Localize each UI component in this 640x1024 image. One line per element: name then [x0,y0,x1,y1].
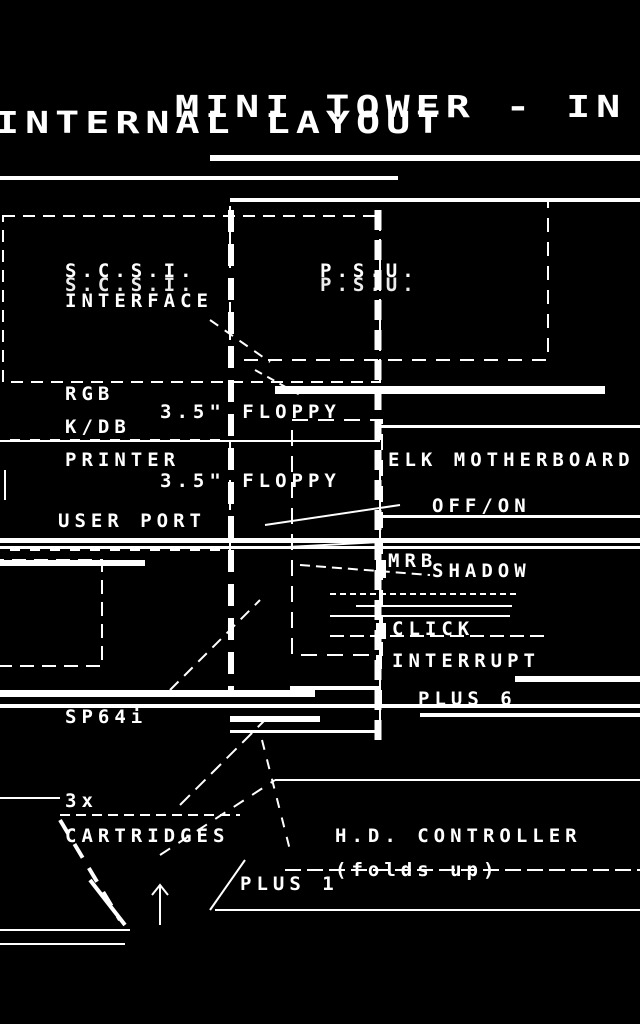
pointer-8 [261,739,291,851]
title-rule [210,155,640,161]
board-left-area [0,439,231,551]
pointer-3 [264,504,401,526]
board-bar-6 [380,515,640,518]
board-bar-9 [0,704,640,708]
folds-up-label: (folds up) [335,859,500,881]
pointer-7 [179,719,266,806]
cartridge-count-label: 3x [65,790,98,812]
hd-controller-label: H.D. CONTROLLER [335,825,582,847]
interrupt-label: INTERRUPT [392,650,540,672]
scsi-box [2,215,381,383]
title-rule-lower [0,176,398,180]
click-label: CLICK [392,618,475,640]
kdb-port-label: K/DB [65,416,131,438]
interface-label: INTERFACE [65,290,213,312]
scsi-label: S.C.S.I. [65,260,197,282]
off-on-label: OFF/ON [432,495,531,517]
scsi-label-ghost: S.C.S.I. [65,274,197,296]
title-line-2: INTERNAL LAYOUT [0,105,447,141]
cartridges-label: CARTRIDGES [65,825,230,847]
plus6-label: PLUS 6 [418,688,517,710]
chevron-right-a [209,859,246,911]
board-bar-4 [0,546,640,549]
sp64i-label: SP64i [65,706,148,728]
psu-top-edge [230,198,640,202]
shadow-label: SHADOW [432,560,531,582]
board-bar-1 [380,425,640,428]
floppy-upper-label: 3.5" FLOPPY [160,401,341,423]
psu-label-ghost: P.S.U. [320,274,419,296]
printer-port-label: PRINTER [65,449,181,471]
board-bar-7 [515,676,640,682]
plus1-label: PLUS 1 [240,873,339,895]
left-box [0,559,103,667]
title-line-1: MINI TOWER - IN [175,89,627,125]
mrb-label: MRB [388,550,438,572]
board-bar-13 [420,713,640,717]
board-bar-11 [230,716,320,722]
floppy-area [291,419,383,656]
board-bar-10 [290,686,380,690]
chevron-left-b [88,878,127,927]
pointer-2 [254,369,301,396]
pointer-5 [299,564,431,576]
board-bar-8 [0,690,315,697]
floppy-lower-label: 3.5" FLOPPY [160,470,341,492]
psu-bottom-bar [275,386,605,394]
elk-motherboard-label: ELK MOTHERBOARD [388,449,635,471]
psu-label: P.S.U. [320,260,419,282]
rgb-port-label: RGB [65,383,115,405]
board-bar-5 [0,560,145,566]
board-bar-12 [230,730,380,733]
pointer-9 [159,779,276,856]
pointer-6 [169,599,261,691]
board-bar-3 [0,538,640,543]
pointer-1 [209,319,271,363]
pointer-4 [269,539,416,549]
user-port-label: USER PORT [58,510,206,532]
